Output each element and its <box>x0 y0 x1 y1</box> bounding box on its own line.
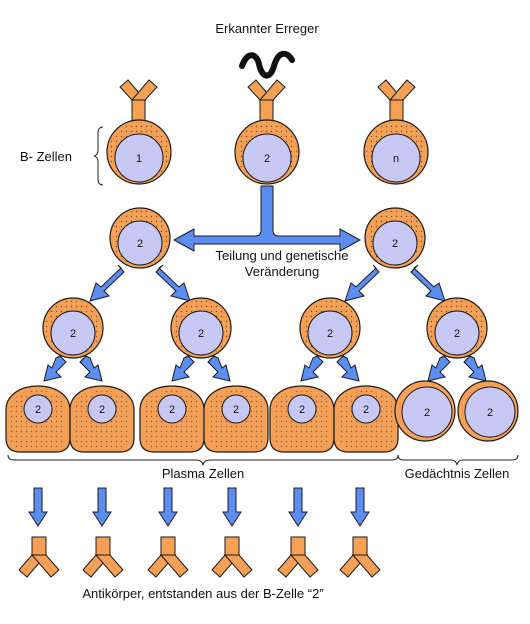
memory-brace <box>397 454 519 466</box>
antibodies-label: Antikörper, entstanden aus der B-Zelle “… <box>82 586 323 601</box>
antibody-icon <box>339 536 381 578</box>
memory-cell-2: 2 <box>457 380 519 442</box>
b-cells-brace <box>93 126 104 186</box>
clone-label: 2 <box>424 407 430 419</box>
memory-label: Gedächtnis Zellen <box>405 466 510 481</box>
b-cell-n-label: n <box>393 153 399 165</box>
b-cell-2-label: 2 <box>264 153 270 165</box>
clone-label: 2 <box>70 328 76 340</box>
division-label: Teilung und genetische <box>216 248 349 263</box>
plasma-cell-4: 2 <box>203 385 269 453</box>
b-cell-1-label: 1 <box>136 153 142 165</box>
antibody-icon <box>277 536 319 578</box>
division-label-line-2: Veränderung <box>245 264 319 279</box>
clone-label: 2 <box>392 238 398 250</box>
clone-cell-gen1-right: 2 <box>364 207 426 269</box>
antibody-icon <box>147 536 189 578</box>
clone-label: 2 <box>454 328 460 340</box>
clone-cell-gen2-1: 2 <box>42 297 104 359</box>
receptor-b-cell-n <box>377 79 416 122</box>
plasma-cell-2: 2 <box>69 385 135 453</box>
b-cell-2: 2 <box>234 119 300 185</box>
pathogen-icon <box>239 50 295 79</box>
clone-label: 2 <box>198 328 204 340</box>
pathogen-label: Erkannter Erreger <box>215 21 319 36</box>
arrow-plasma-to-antibody <box>28 487 370 527</box>
clone-label: 2 <box>169 404 175 416</box>
b-cell-1: 1 <box>106 119 172 185</box>
plasma-brace <box>7 454 399 466</box>
receptor-b-cell-1 <box>119 79 158 122</box>
plasma-cell-1: 2 <box>5 385 71 453</box>
clone-label: 2 <box>137 238 143 250</box>
clone-label: 2 <box>99 404 105 416</box>
clone-label: 2 <box>233 404 239 416</box>
clone-label: 2 <box>363 404 369 416</box>
arrow-gen1-to-gen2 <box>89 264 446 302</box>
antibody-icon <box>211 536 253 578</box>
plasma-cell-5: 2 <box>269 385 335 453</box>
antibody-icon <box>18 536 60 578</box>
division-arrow <box>172 185 362 252</box>
clone-cell-gen2-2: 2 <box>170 297 232 359</box>
b-cell-n: n <box>363 119 429 185</box>
plasma-cell-6: 2 <box>333 385 399 453</box>
clone-label: 2 <box>327 328 333 340</box>
clone-label: 2 <box>299 404 305 416</box>
arrow-gen2-to-final <box>43 355 487 382</box>
b-cells-label: B- Zellen <box>20 149 72 164</box>
clone-label: 2 <box>487 407 493 419</box>
clone-label: 2 <box>35 404 41 416</box>
plasma-label: Plasma Zellen <box>162 466 244 481</box>
plasma-cell-3: 2 <box>139 385 205 453</box>
receptor-b-cell-2 <box>247 79 286 122</box>
clone-cell-gen2-4: 2 <box>426 297 488 359</box>
clone-cell-gen1-left: 2 <box>109 207 171 269</box>
clone-cell-gen2-3: 2 <box>299 297 361 359</box>
memory-cell-1: 2 <box>394 380 456 442</box>
antibody-icon <box>82 536 124 578</box>
